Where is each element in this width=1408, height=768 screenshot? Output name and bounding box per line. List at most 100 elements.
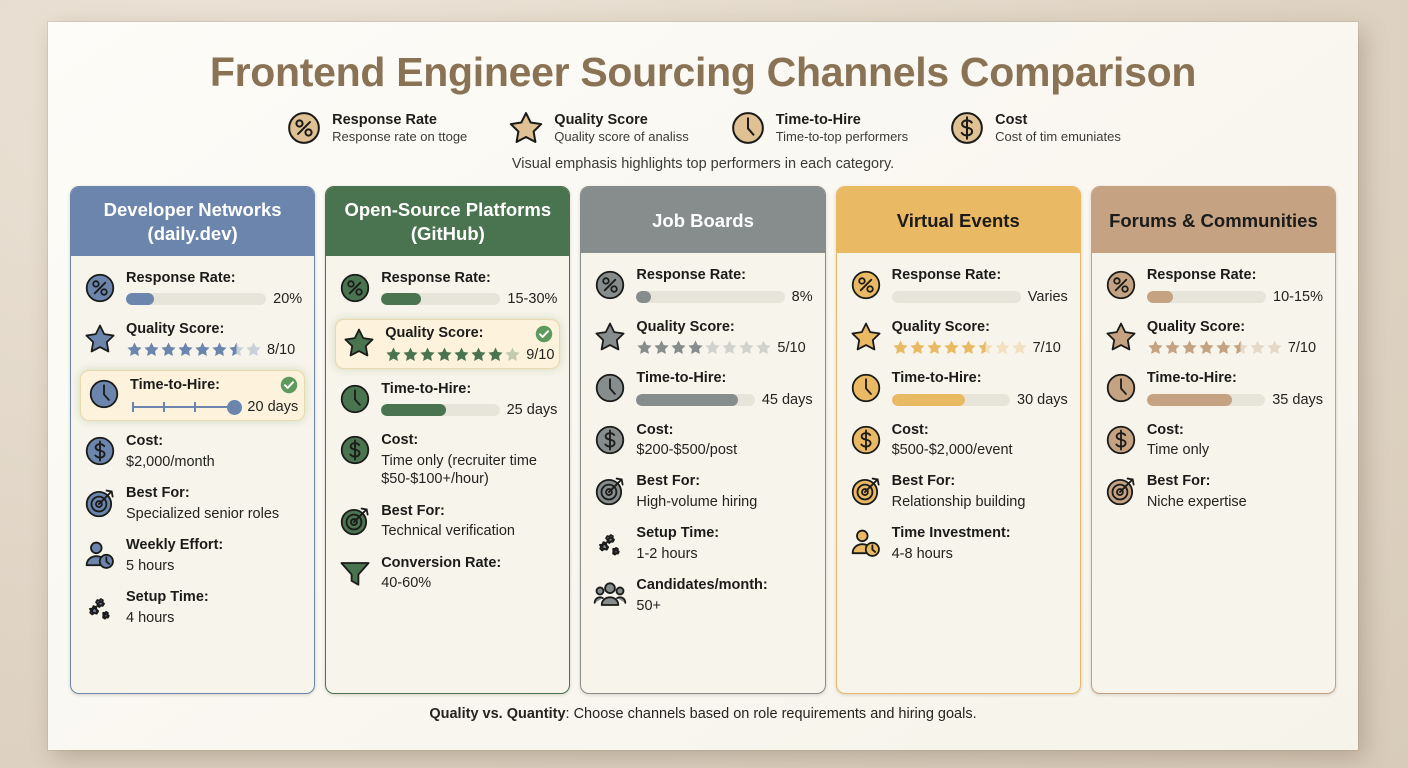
- column-virtual-events[interactable]: Virtual Events Response Rate: Varies Qua…: [835, 186, 1081, 695]
- metric-row[interactable]: Best For:Technical verification: [335, 501, 560, 543]
- column-developer-networks[interactable]: Developer Networks (daily.dev) Response …: [70, 186, 316, 695]
- metric-row[interactable]: Time-to-Hire: 45 days: [590, 368, 815, 409]
- metric-row[interactable]: Cost: $500-$2,000/event: [846, 420, 1071, 462]
- metric-label: Response Rate:: [126, 269, 236, 286]
- metric-value: 8%: [791, 288, 813, 305]
- metric-row[interactable]: Conversion Rate: 40-60%: [335, 553, 560, 595]
- metric-label-wrap: Response Rate:: [1147, 267, 1323, 284]
- metric-label: Quality Score:: [1146, 318, 1246, 335]
- metric-slider[interactable]: 20 days: [130, 399, 299, 416]
- legend-item-title: Response Rate: [332, 112, 437, 129]
- metric-row[interactable]: Time Investment:4-8 hours: [846, 523, 1071, 565]
- metric-row[interactable]: Best For:High-volume hiring: [590, 471, 815, 513]
- metric-row[interactable]: Best For: Relationship building: [846, 471, 1071, 513]
- progress-bar-track: [1146, 393, 1266, 406]
- column-header-forums-communities: Forums & Communities: [1091, 187, 1336, 254]
- metric-row[interactable]: Setup Time:4 hours: [80, 587, 305, 629]
- metric-label: Response Rate:: [1146, 267, 1257, 284]
- metric-row[interactable]: Quality Score: 5/10: [590, 317, 815, 358]
- metric-row[interactable]: Time-to-Hire: 35 days: [1101, 368, 1326, 409]
- metric-row[interactable]: Quality Score: 7/10: [846, 317, 1071, 358]
- metric-stars: 8/10: [126, 341, 302, 358]
- metric-row[interactable]: Response Rate: Varies: [846, 265, 1071, 306]
- star-icon: [342, 326, 376, 360]
- check-icon: [280, 376, 298, 394]
- metric-label: Time-to-Hire:: [636, 370, 727, 387]
- metric-label: Weekly Effort:: [126, 537, 224, 554]
- star-rating: [1147, 339, 1283, 356]
- dollar-icon: [849, 423, 883, 457]
- metric-row[interactable]: Time-to-Hire: 20 days: [80, 370, 306, 422]
- metric-row[interactable]: Best For:Niche expertise: [1101, 471, 1326, 513]
- column-header-virtual-events: Virtual Events: [836, 187, 1080, 254]
- target-icon: [338, 504, 372, 538]
- metric-value: Relationship building: [891, 493, 1026, 510]
- star-icon: [593, 320, 627, 354]
- column-job-boards[interactable]: Job Boards Response Rate: 8% Quality Sco…: [580, 186, 826, 695]
- metric-row[interactable]: Cost:Time only (recruiter time $50-$100+…: [335, 430, 560, 490]
- metric-row[interactable]: Setup Time:1-2 hours: [590, 523, 815, 565]
- metric-value: 20 days: [247, 399, 299, 416]
- metric-label-wrap: Response Rate:: [126, 270, 302, 287]
- footer-bold: Quality vs. Quantity: [429, 706, 566, 723]
- column-forums-communities[interactable]: Forums & Communities Response Rate: 10-1…: [1090, 186, 1337, 695]
- metric-row[interactable]: Response Rate: 20%: [80, 268, 305, 309]
- metric-value: 25 days: [506, 402, 558, 419]
- metric-label: Quality Score:: [891, 318, 990, 335]
- metric-label: Response Rate:: [381, 269, 491, 286]
- metric-value: 40-60%: [381, 575, 432, 592]
- check-icon: [535, 325, 553, 343]
- column-open-source-platforms[interactable]: Open-Source Platforms (GitHub) Response …: [325, 186, 571, 695]
- legend-item-sub: Quality score of analiss: [554, 129, 689, 145]
- metric-row[interactable]: Quality Score: 7/10: [1101, 317, 1326, 358]
- metric-row[interactable]: Weekly Effort:5 hours: [80, 535, 305, 577]
- metric-value: Technical verification: [381, 523, 515, 540]
- metric-label-wrap: Time-to-Hire:: [1147, 370, 1323, 387]
- percent-icon: [593, 268, 627, 302]
- metric-bar: 30 days: [891, 392, 1068, 408]
- metric-row[interactable]: Cost:$2,000/month: [80, 431, 305, 473]
- metric-row[interactable]: Cost:Time only: [1101, 420, 1326, 462]
- metric-value: 45 days: [761, 391, 813, 408]
- metric-row[interactable]: Quality Score: 9/10: [335, 319, 561, 370]
- person-clock-icon: [849, 526, 883, 560]
- people-icon: [593, 578, 627, 612]
- metric-row[interactable]: Quality Score: 8/10: [80, 319, 305, 360]
- column-body-job-boards: Response Rate: 8% Quality Score: 5/10 Ti…: [581, 253, 824, 693]
- metric-row[interactable]: Response Rate: 15-30%: [335, 268, 560, 309]
- metric-label-wrap: Cost:: [381, 432, 557, 449]
- metric-label-wrap: Candidates/month:: [636, 577, 812, 594]
- metric-value: $500-$2,000/event: [891, 441, 1013, 458]
- metric-row[interactable]: Cost:$200-$500/post: [590, 420, 815, 462]
- metric-value: 8/10: [267, 341, 296, 358]
- metric-row[interactable]: Response Rate: 8%: [590, 265, 815, 306]
- metric-value: 7/10: [1287, 339, 1317, 356]
- metric-value: 50+: [636, 597, 662, 614]
- metric-label-wrap: Best For:: [126, 485, 302, 502]
- metric-value: 4-8 hours: [891, 545, 953, 562]
- metric-value: $2,000/month: [126, 453, 215, 470]
- column-header-developer-networks: Developer Networks (daily.dev): [71, 187, 315, 256]
- legend-item-title: Quality Score: [554, 112, 648, 129]
- clock-icon: [593, 371, 627, 405]
- slider-knob: [227, 400, 243, 416]
- metric-row[interactable]: Time-to-Hire: 25 days: [335, 379, 560, 420]
- metric-label-wrap: Best For:: [892, 473, 1068, 490]
- metric-label: Conversion Rate:: [381, 554, 502, 571]
- metric-row[interactable]: Best For:Specialized senior roles: [80, 483, 305, 525]
- metric-row[interactable]: Candidates/month: 50+: [590, 575, 815, 617]
- infographic-sheet: Frontend Engineer Sourcing Channels Comp…: [48, 22, 1358, 750]
- metric-row[interactable]: Response Rate: 10-15%: [1101, 265, 1326, 306]
- metric-label-wrap: Setup Time:: [126, 589, 302, 606]
- metric-label-wrap: Time-to-Hire:: [892, 370, 1068, 387]
- metric-bar: 8%: [636, 288, 813, 305]
- legend: Response Rate Response rate on ttoge Qua…: [70, 109, 1336, 147]
- metric-label-wrap: Quality Score:: [1147, 319, 1323, 336]
- metric-label: Quality Score:: [385, 325, 484, 342]
- clock-icon: [729, 109, 767, 147]
- metric-label: Cost:: [891, 421, 929, 438]
- person-clock-icon: [83, 538, 117, 572]
- slider-track[interactable]: [130, 400, 243, 416]
- metric-label-wrap: Quality Score:: [126, 321, 302, 338]
- metric-row[interactable]: Time-to-Hire: 30 days: [846, 368, 1071, 409]
